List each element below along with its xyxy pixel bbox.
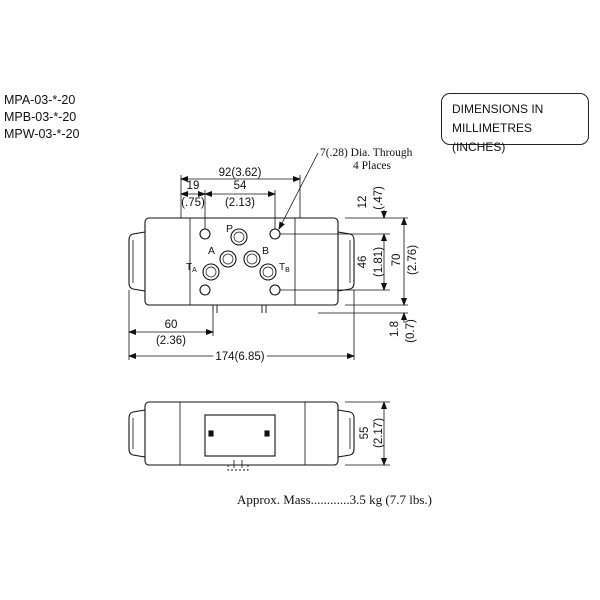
port-p: [230, 228, 248, 246]
model-list: MPA-03-*-20 MPB-03-*-20 MPW-03-*-20: [4, 92, 79, 143]
dim-19-in: (.75): [181, 197, 205, 209]
model-mpw: MPW-03-*-20: [4, 127, 80, 141]
port-tb: [259, 263, 277, 281]
dim-55: 55: [359, 427, 371, 440]
model-mpb: MPB-03-*-20: [4, 110, 77, 124]
side-view: [128, 401, 355, 471]
hole-note-line1: 7(.28) Dia. Through: [320, 147, 413, 159]
mounting-hole-bl: [199, 284, 211, 296]
side-view-dimensions: [345, 401, 390, 466]
port-ta: [202, 263, 220, 281]
hole-note-line2: 4 Places: [353, 160, 392, 172]
port-b: [243, 250, 261, 268]
mounting-hole-br: [269, 284, 281, 296]
port-label-p: P: [226, 223, 233, 235]
nameplate-screw-left: [208, 430, 214, 437]
dim-1-8-in: (0.7): [405, 319, 417, 343]
mounting-face: [189, 218, 296, 305]
mass-note: Approx. Mass............3.5 kg (7.7 lbs.…: [237, 492, 432, 507]
dim-46: 46: [357, 256, 369, 269]
dim-1-8: 1.8: [389, 321, 401, 337]
dim-12-in: (.47): [373, 186, 385, 210]
dim-55-in: (2.17): [373, 418, 385, 448]
dim-12: 12: [357, 196, 369, 209]
valve-body-side: [144, 401, 339, 466]
dim-70-in: (2.76): [407, 245, 419, 275]
dim-46-in: (1.81): [373, 247, 385, 277]
top-view: [128, 217, 355, 313]
right-end-cap-top: [337, 231, 355, 292]
model-mpa: MPA-03-*-20: [4, 93, 76, 107]
units-line-1: DIMENSIONS IN: [452, 102, 544, 116]
port-label-tb: TB: [279, 262, 290, 274]
dim-60-in: (2.36): [156, 335, 186, 347]
dim-174: 174(6.85): [215, 351, 264, 363]
nameplate-screw-right: [264, 430, 270, 437]
left-end-cap-side: [128, 409, 146, 458]
dim-92: 92(3.62): [219, 167, 262, 179]
port-label-b: B: [262, 245, 269, 257]
port-label-a: A: [208, 245, 215, 257]
nameplate: [204, 414, 276, 457]
dim-19: 19: [187, 180, 200, 192]
right-end-cap-side: [337, 409, 355, 458]
left-end-cap-top: [128, 231, 146, 292]
mounting-hole-tl: [199, 228, 211, 240]
top-view-dimensions: [128, 152, 408, 360]
port-a: [219, 250, 237, 268]
dim-60: 60: [165, 319, 178, 331]
dim-54: 54: [234, 180, 247, 192]
valve-body-top: [144, 217, 339, 306]
port-label-ta: TA: [186, 262, 197, 274]
dim-54-in: (2.13): [225, 197, 255, 209]
units-note-box: DIMENSIONS IN MILLIMETRES (INCHES): [441, 93, 589, 154]
units-line-2: MILLIMETRES (INCHES): [452, 121, 533, 154]
dim-70: 70: [391, 254, 403, 267]
mounting-hole-tr: [269, 228, 281, 240]
